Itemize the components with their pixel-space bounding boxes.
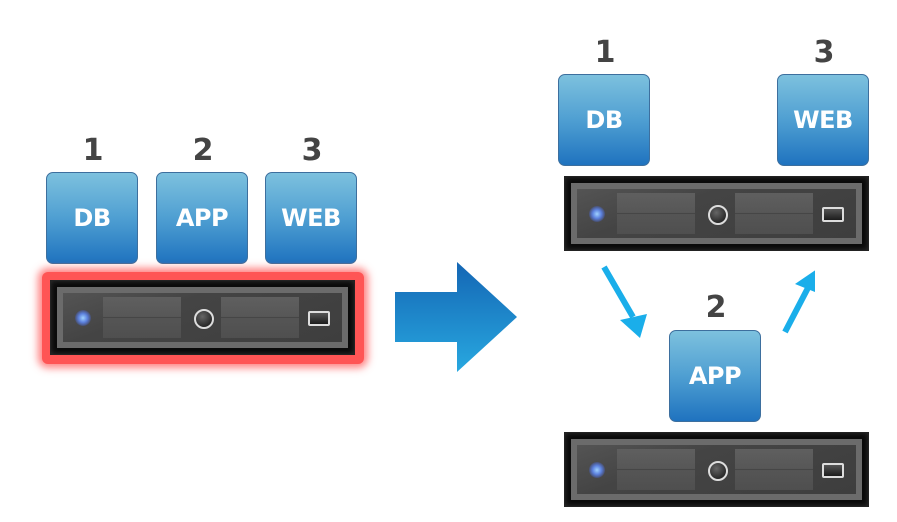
flow-arrow-down-icon — [601, 265, 647, 338]
tier-number: 2 — [192, 133, 214, 168]
tier-number: 3 — [813, 35, 835, 70]
drive-bay — [221, 297, 299, 338]
power-led-icon — [75, 309, 91, 326]
web-tier-box: WEB — [777, 74, 869, 166]
server-icon — [50, 280, 355, 355]
tier-number: 1 — [82, 133, 104, 168]
drive-bay — [735, 193, 813, 234]
flow-arrows — [601, 265, 815, 338]
tier-label: WEB — [793, 106, 853, 134]
server-panel — [577, 445, 856, 494]
drive-slot-icon — [822, 206, 844, 222]
power-led-icon — [589, 205, 605, 222]
drive-slot-icon — [822, 462, 844, 478]
flow-arrow-up-icon — [782, 270, 815, 334]
web-tier-box: WEB — [265, 172, 357, 264]
tier-label: WEB — [281, 204, 341, 232]
power-led-icon — [589, 461, 605, 478]
app-tier-box: APP — [669, 330, 761, 422]
power-button-icon — [193, 308, 214, 329]
server-panel — [577, 189, 856, 238]
tier-label: APP — [688, 362, 742, 390]
tier-label: APP — [175, 204, 229, 232]
transition-arrow-icon — [395, 262, 517, 372]
server-icon — [564, 432, 869, 507]
power-button-icon — [707, 204, 728, 225]
drive-bay — [617, 193, 695, 234]
drive-bay — [617, 449, 695, 490]
tier-label: DB — [73, 204, 111, 232]
drive-bay — [103, 297, 181, 338]
db-tier-box: DB — [558, 74, 650, 166]
tier-number: 2 — [705, 290, 727, 325]
app-tier-box: APP — [156, 172, 248, 264]
server-panel — [63, 293, 342, 342]
tier-number: 3 — [301, 133, 323, 168]
db-tier-box: DB — [46, 172, 138, 264]
power-button-icon — [707, 460, 728, 481]
drive-slot-icon — [308, 310, 330, 326]
drive-bay — [735, 449, 813, 490]
tier-label: DB — [585, 106, 623, 134]
tier-number: 1 — [594, 35, 616, 70]
server-icon — [564, 176, 869, 251]
